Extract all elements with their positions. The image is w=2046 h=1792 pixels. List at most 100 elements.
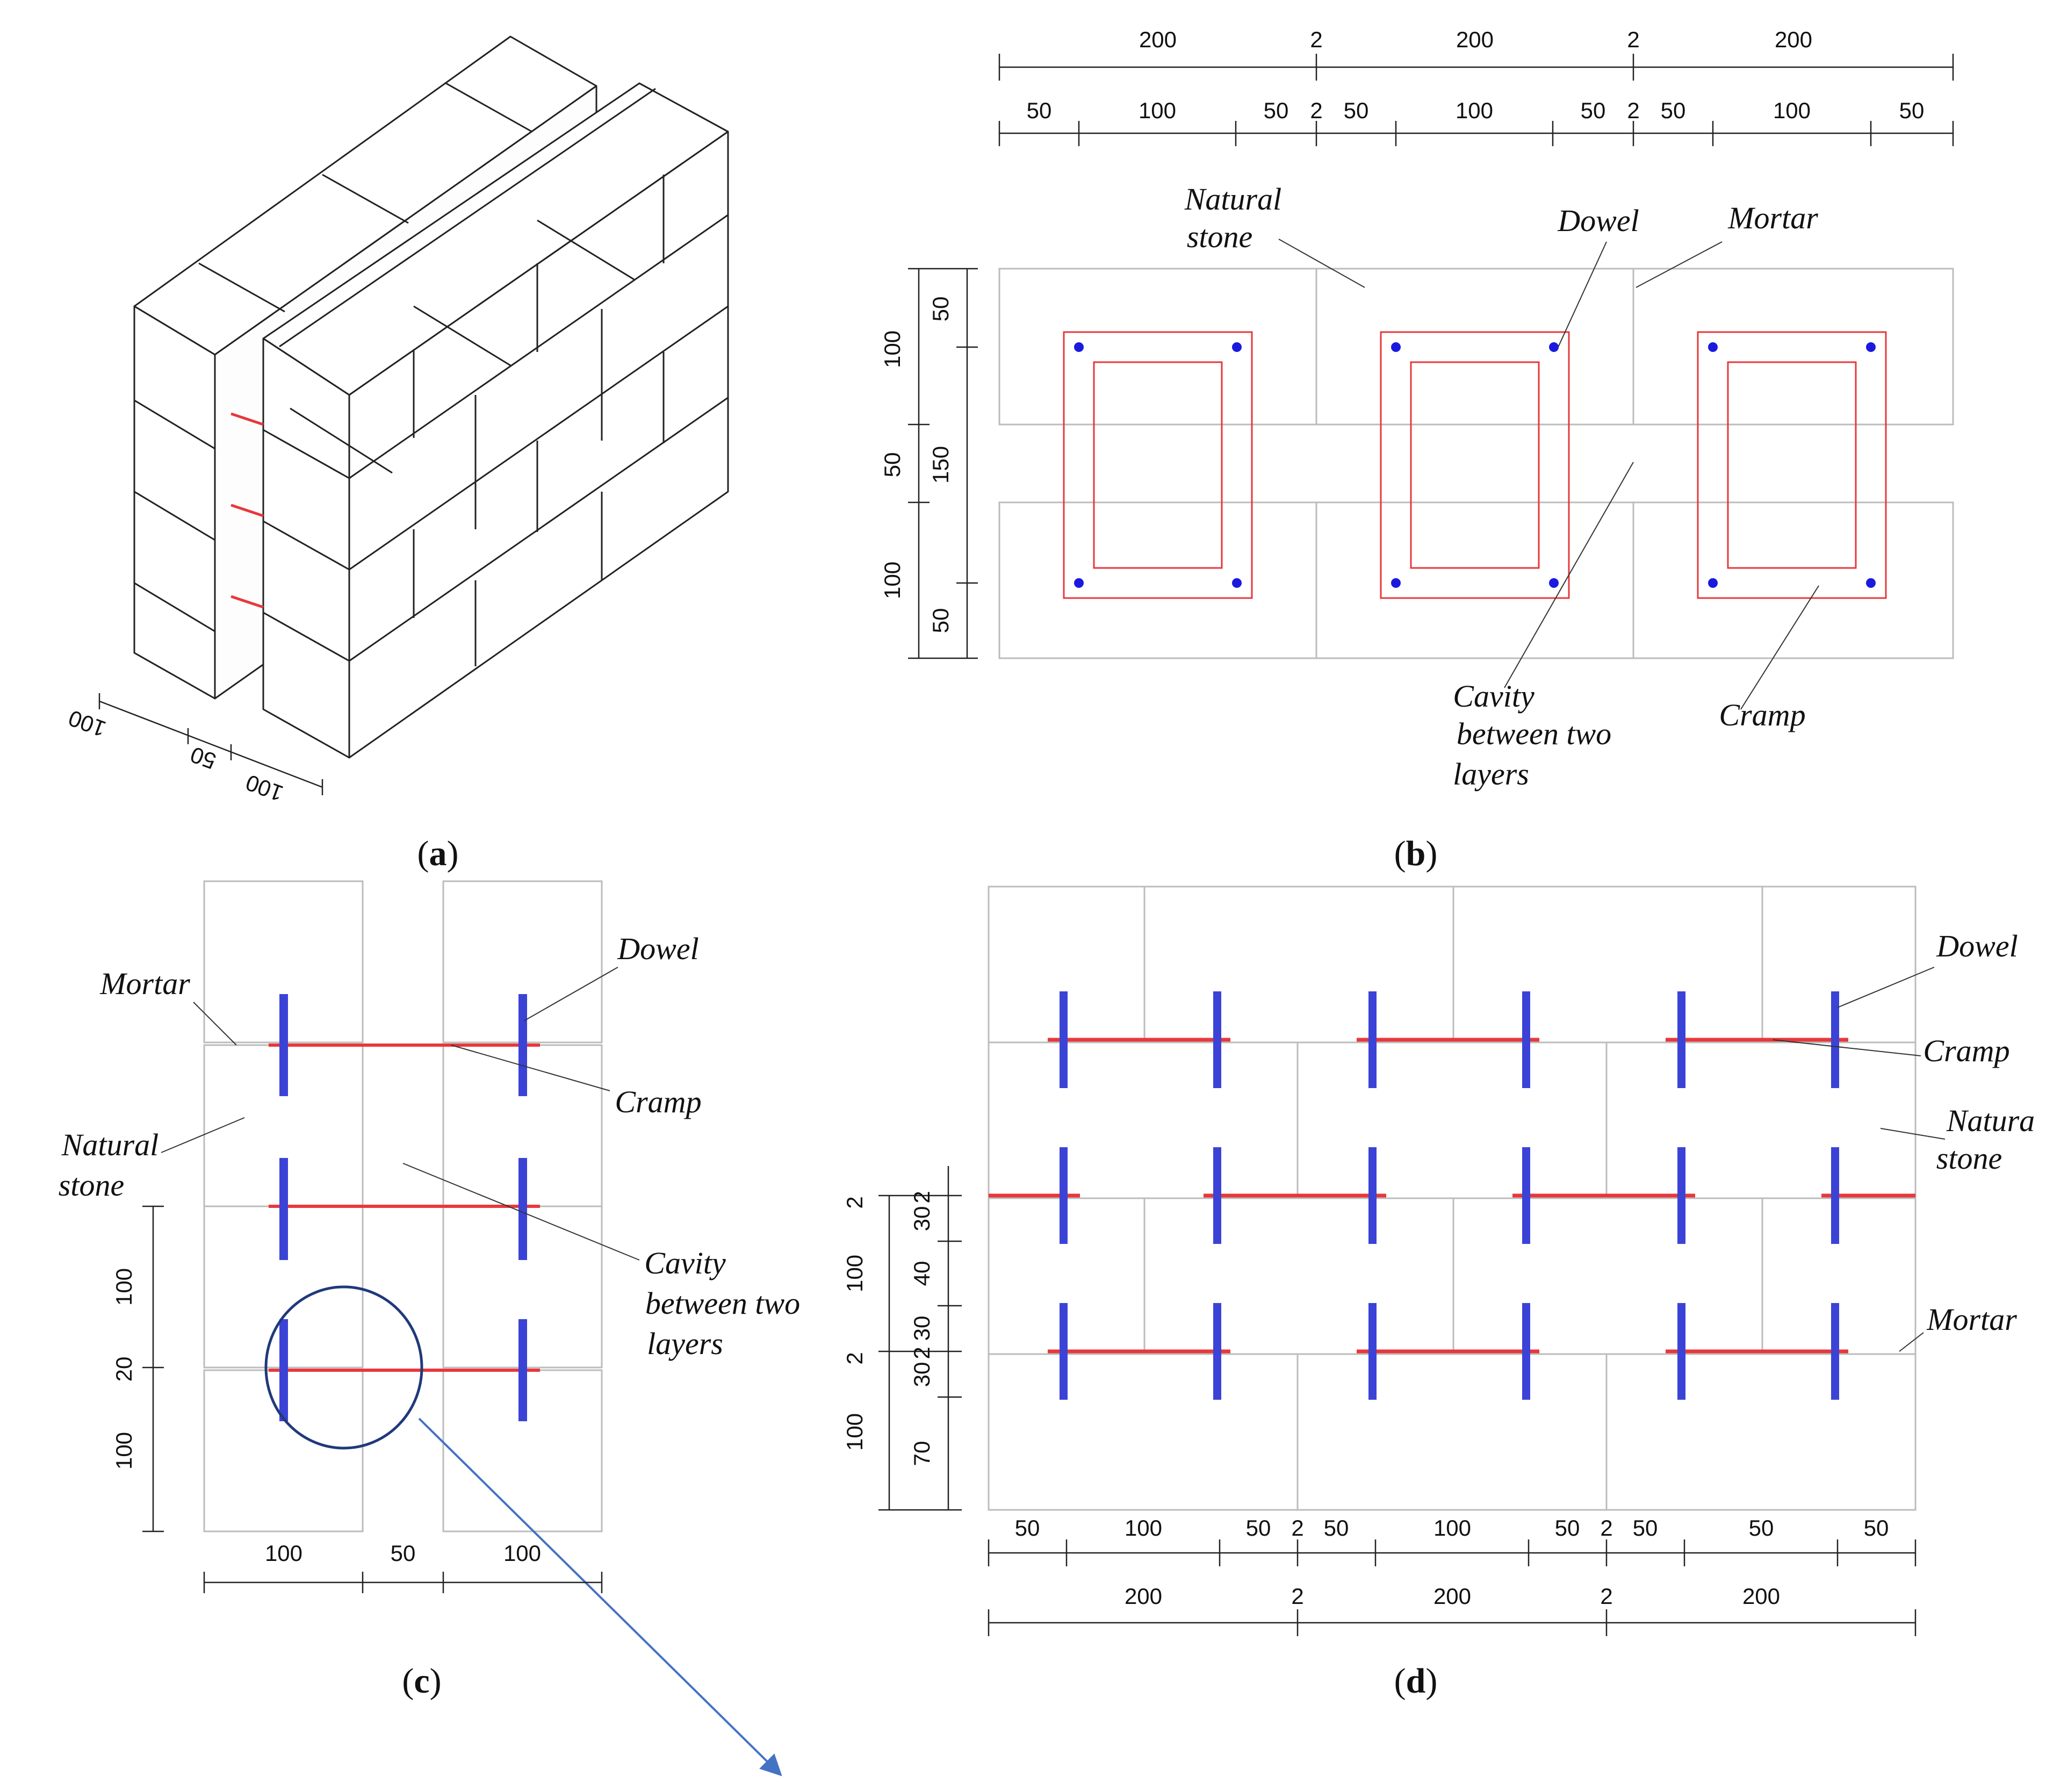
d-bottom-dim-2: 200 — [1742, 1584, 1780, 1609]
d-bottom-dim: 50 — [1633, 1515, 1658, 1541]
panel-a-isometric-wall — [133, 35, 729, 759]
c-label-cramp: Cramp — [615, 1084, 701, 1119]
d-bottom-dim: 50 — [1015, 1515, 1040, 1541]
panel-b-plan: 200 2 200 2 200 50 100 50 2 50 100 50 2 … — [880, 27, 1954, 791]
d-bottom-dim: 2 — [1600, 1515, 1612, 1541]
d-label-natural-stone-1: Natura — [1946, 1103, 2035, 1138]
b-label-cramp: Cramp — [1719, 697, 1805, 732]
c-detail-circle — [264, 1285, 423, 1450]
d-left-dim: 100 — [842, 1413, 867, 1451]
d-left-dim-inner: 30 — [909, 1362, 934, 1387]
c-left-dim: 20 — [111, 1357, 136, 1382]
c-label-natural-stone-1: Natural — [61, 1127, 159, 1162]
b-sub-dim: 50 — [1344, 98, 1369, 123]
d-label-natural-stone-2: stone — [1936, 1141, 2002, 1176]
d-bottom-dims: 50 100 50 2 50 100 50 2 50 50 50 200 2 2… — [1015, 1515, 1889, 1609]
b-left-dim: 100 — [880, 562, 905, 599]
b-left-dim: 50 — [880, 452, 905, 478]
d-bottom-dim: 100 — [1125, 1515, 1162, 1541]
caption-b: (b) — [1394, 834, 1438, 873]
b-top-dim-5: 200 — [1775, 27, 1812, 52]
d-bottom-dim: 100 — [1433, 1515, 1471, 1541]
a-dim-1: 100 — [65, 706, 109, 742]
cramp-a-2 — [230, 503, 264, 517]
panel-c-section: 100 50 100 100 20 100 Mortar Dowel Cramp… — [59, 880, 800, 1776]
d-bottom-dim: 50 — [1324, 1515, 1349, 1541]
d-bottom-dim-2: 2 — [1291, 1584, 1303, 1609]
b-left-dim: 100 — [880, 330, 905, 368]
b-left-dim: 50 — [928, 608, 953, 634]
b-sub-dim: 50 — [1899, 98, 1925, 123]
b-sub-dim: 2 — [1627, 98, 1639, 123]
c-label-cavity-1: Cavity — [644, 1246, 726, 1280]
d-bottom-dim-2: 200 — [1433, 1584, 1471, 1609]
d-bottom-dim: 50 — [1749, 1515, 1774, 1541]
b-top-dim-2: 2 — [1310, 27, 1322, 52]
c-label-dowel: Dowel — [617, 931, 698, 966]
c-left-dim: 100 — [111, 1268, 136, 1306]
d-left-dim-inner: 30 — [909, 1316, 934, 1341]
back-wall-front — [133, 305, 216, 700]
b-sub-dims: 50 100 50 2 50 100 50 2 50 100 50 — [1027, 98, 1925, 123]
c-cramps — [269, 1043, 540, 1372]
a-dim-2: 50 — [187, 742, 219, 774]
front-wall-front — [262, 337, 350, 759]
b-sub-dim: 50 — [1661, 98, 1686, 123]
b-top-dim-1: 200 — [1139, 27, 1177, 52]
c-bottom-dim: 100 — [503, 1541, 541, 1566]
caption-d: (d) — [1394, 1661, 1438, 1701]
c-detail-arrow — [418, 1417, 782, 1776]
c-bottom-dim: 100 — [265, 1541, 302, 1566]
caption-c: (c) — [402, 1661, 441, 1701]
d-bottom-dim: 2 — [1291, 1515, 1303, 1541]
b-sub-dim: 100 — [1139, 98, 1176, 123]
d-bottom-dim-2: 200 — [1125, 1584, 1162, 1609]
b-sub-dim: 100 — [1773, 98, 1811, 123]
d-left-dim: 2 — [842, 1196, 867, 1208]
b-sub-dim: 50 — [1581, 98, 1606, 123]
b-label-natural-stone-1: Natural — [1184, 182, 1282, 217]
b-top-dim-4: 2 — [1627, 27, 1639, 52]
cramp-a-3 — [230, 595, 264, 609]
c-label-cavity-2: between two — [645, 1286, 800, 1321]
d-label-dowel: Dowel — [1936, 929, 2018, 963]
d-left-dim-inner: 30 — [909, 1206, 934, 1232]
b-label-dowel: Dowel — [1557, 203, 1639, 238]
d-label-mortar: Mortar — [1926, 1302, 2017, 1337]
d-bottom-dim: 50 — [1864, 1515, 1889, 1541]
b-sub-dim: 50 — [1264, 98, 1289, 123]
c-bottom-dim: 50 — [391, 1541, 416, 1566]
cramp-a-1 — [230, 412, 264, 426]
c-label-cavity-3: layers — [647, 1326, 723, 1361]
b-label-mortar: Mortar — [1727, 200, 1818, 235]
d-left-dim: 2 — [842, 1352, 867, 1364]
c-label-mortar: Mortar — [99, 966, 190, 1001]
d-left-dim-inner: 2 — [909, 1191, 934, 1203]
d-bottom-dim-2: 2 — [1600, 1584, 1612, 1609]
d-left-dim-inner: 40 — [909, 1261, 934, 1286]
front-wall-side — [348, 131, 729, 759]
d-label-cramp: Cramp — [1923, 1033, 2009, 1068]
b-label-cavity-3: layers — [1453, 757, 1529, 791]
b-sub-dim: 50 — [1027, 98, 1052, 123]
d-bottom-dim: 50 — [1246, 1515, 1271, 1541]
d-left-dim-inner: 2 — [909, 1347, 934, 1359]
c-left-dim: 100 — [111, 1432, 136, 1470]
d-bottom-dim: 50 — [1555, 1515, 1580, 1541]
caption-a: (a) — [417, 834, 459, 873]
d-left-dim: 100 — [842, 1255, 867, 1292]
b-cramps — [1063, 331, 1887, 599]
b-label-cavity-1: Cavity — [1453, 679, 1534, 714]
b-left-dim: 150 — [928, 446, 953, 484]
panel-d-elevation: 50 100 50 2 50 100 50 2 50 50 50 200 2 2… — [842, 886, 2035, 1636]
a-dim-3: 100 — [242, 770, 286, 807]
d-left-dim-inner: 70 — [909, 1441, 934, 1466]
b-sub-dim: 2 — [1310, 98, 1322, 123]
b-label-cavity-2: between two — [1457, 716, 1611, 751]
b-sub-dim: 100 — [1456, 98, 1493, 123]
b-dowels — [1074, 342, 1876, 588]
b-label-natural-stone-2: stone — [1187, 219, 1252, 254]
c-dowels — [279, 994, 527, 1421]
d-cramps — [989, 1038, 1915, 1354]
